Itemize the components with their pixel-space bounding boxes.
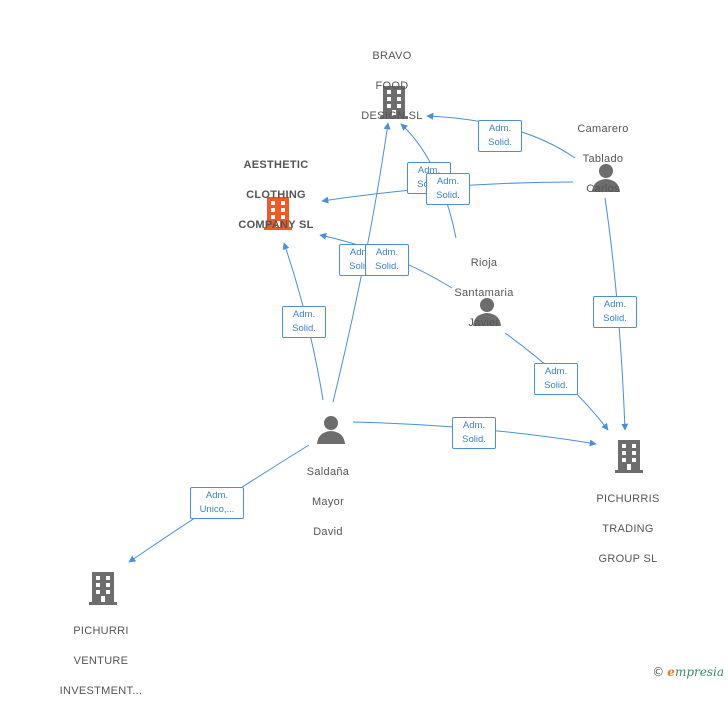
edge-label[interactable]: Adm. Unico,...	[190, 487, 244, 519]
edge-label-line: Adm.	[488, 123, 512, 134]
edge-label-line: Adm.	[417, 165, 441, 176]
label-line: FOOD	[375, 80, 409, 92]
node-label-bravo[interactable]: BRAVO FOOD DESIGN SL	[342, 34, 442, 139]
edge-label[interactable]: Adm. Solid.	[452, 417, 496, 449]
node-label-camarero[interactable]: Camarero Tablado Carlos	[558, 107, 648, 212]
label-line: Carlos	[586, 183, 620, 195]
edge-label-line: Solid.	[488, 137, 512, 148]
label-line: David	[313, 526, 343, 538]
edge-label-line: Solid.	[349, 261, 373, 272]
label-line: PICHURRIS	[596, 493, 660, 505]
label-line: CLOTHING	[246, 189, 306, 201]
edge-label-line: Adm.	[544, 366, 568, 377]
brand-footer[interactable]: ©empresia	[652, 665, 724, 679]
edge-label-line: Adm.	[205, 490, 229, 501]
label-line: BRAVO	[372, 50, 412, 62]
edge-label-line: Solid.	[292, 323, 316, 334]
edge-label-line: Adm.	[349, 247, 373, 258]
edge-label-line: Unico,...	[199, 504, 235, 515]
label-line: Javier	[468, 317, 500, 329]
label-line: Mayor	[311, 496, 345, 508]
edge-label-line: Adm.	[603, 299, 627, 310]
label-line: Camarero	[577, 123, 629, 135]
edge-label-line: Adm.	[375, 247, 399, 258]
node-label-rioja[interactable]: Rioja Santamaria Javier	[439, 241, 529, 346]
person-icon[interactable]	[590, 161, 622, 193]
edge-label-line: Solid.	[436, 190, 460, 201]
label-line: AESTHETIC	[243, 159, 309, 171]
building-icon[interactable]	[87, 570, 119, 606]
edge-label[interactable]: Adm. Solid.	[593, 296, 637, 328]
edge-label-line: Solid.	[603, 313, 627, 324]
building-icon[interactable]	[262, 195, 294, 231]
edge-label-line: Adm.	[292, 309, 316, 320]
edge-label-line: Solid.	[375, 261, 399, 272]
edge-label-line: Adm.	[436, 176, 460, 187]
node-label-pichurri-venture[interactable]: PICHURRI VENTURE INVESTMENT...	[45, 609, 157, 714]
edge-label[interactable]: Adm. Solid.	[534, 363, 578, 395]
brand-name: mpresia	[674, 665, 724, 679]
label-line: PICHURRI	[73, 625, 129, 637]
node-label-saldana[interactable]: Saldaña Mayor David	[283, 450, 373, 555]
building-icon[interactable]	[378, 84, 410, 120]
node-label-pichurris-trading[interactable]: PICHURRIS TRADING GROUP SL	[578, 477, 678, 582]
label-line: VENTURE	[73, 655, 129, 667]
edge-label-line: Solid.	[544, 380, 568, 391]
node-label-aesthetic[interactable]: AESTHETIC CLOTHING COMPANY SL	[221, 143, 331, 248]
edge-label[interactable]: Adm. Solid.	[365, 244, 409, 276]
label-line: COMPANY SL	[238, 219, 314, 231]
network-diagram: BRAVO FOOD DESIGN SL AESTHETIC CLOTHING …	[60, 34, 724, 697]
building-icon[interactable]	[613, 438, 645, 474]
label-line: Saldaña	[306, 466, 350, 478]
label-line: DESIGN SL	[361, 110, 423, 122]
person-icon[interactable]	[471, 295, 503, 327]
copyright-symbol: ©	[652, 665, 665, 679]
label-line: Tablado	[582, 153, 624, 165]
label-line: Santamaria	[454, 287, 514, 299]
edge-label-line: Solid.	[462, 434, 486, 445]
person-icon[interactable]	[315, 413, 347, 445]
label-line: GROUP SL	[598, 553, 658, 565]
label-line: INVESTMENT...	[59, 685, 143, 697]
edge-label[interactable]: Adm. Solid.	[478, 120, 522, 152]
edge-label[interactable]: Adm. Solid.	[426, 173, 470, 205]
label-line: Rioja	[470, 257, 498, 269]
label-line: TRADING	[602, 523, 654, 535]
edge-label[interactable]: Adm. Solid.	[282, 306, 326, 338]
edge-label-line: Adm.	[462, 420, 486, 431]
brand-initial: e	[667, 665, 675, 679]
